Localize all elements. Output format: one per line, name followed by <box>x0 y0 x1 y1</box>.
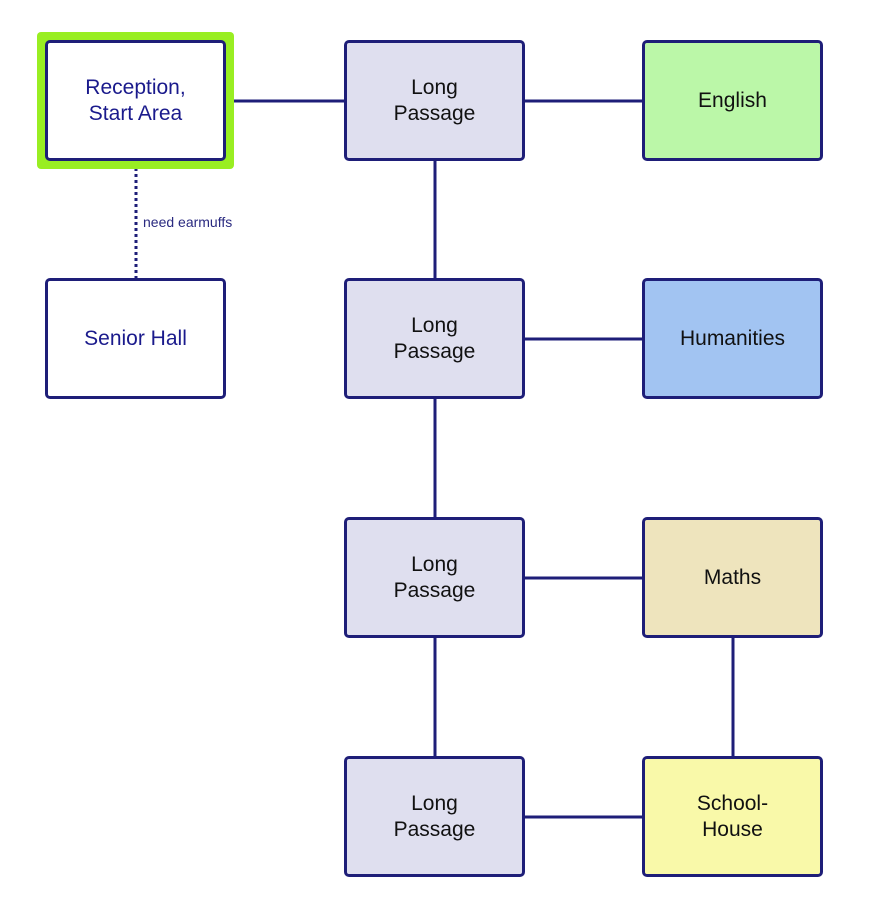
node-label: Long Passage <box>393 552 476 602</box>
node-schoolhouse: School- House <box>642 756 823 877</box>
node-senior-hall: Senior Hall <box>45 278 226 399</box>
node-humanities: Humanities <box>642 278 823 399</box>
node-passage-1: Long Passage <box>344 40 525 161</box>
node-reception: Reception, Start Area <box>45 40 226 161</box>
node-passage-3: Long Passage <box>344 517 525 638</box>
node-label: Long Passage <box>393 313 476 363</box>
node-label: English <box>698 88 767 112</box>
node-label: Maths <box>703 565 762 589</box>
node-passage-2: Long Passage <box>344 278 525 399</box>
node-label: Reception, Start Area <box>85 75 186 125</box>
node-label: Senior Hall <box>84 326 187 350</box>
node-label: School- House <box>696 791 769 841</box>
node-maths: Maths <box>642 517 823 638</box>
node-passage-4: Long Passage <box>344 756 525 877</box>
node-label: Long Passage <box>393 791 476 841</box>
node-label: Humanities <box>679 326 786 350</box>
node-english: English <box>642 40 823 161</box>
node-label: Long Passage <box>393 75 476 125</box>
edge-label-reception-to-senior-hall: need earmuffs <box>143 214 233 230</box>
